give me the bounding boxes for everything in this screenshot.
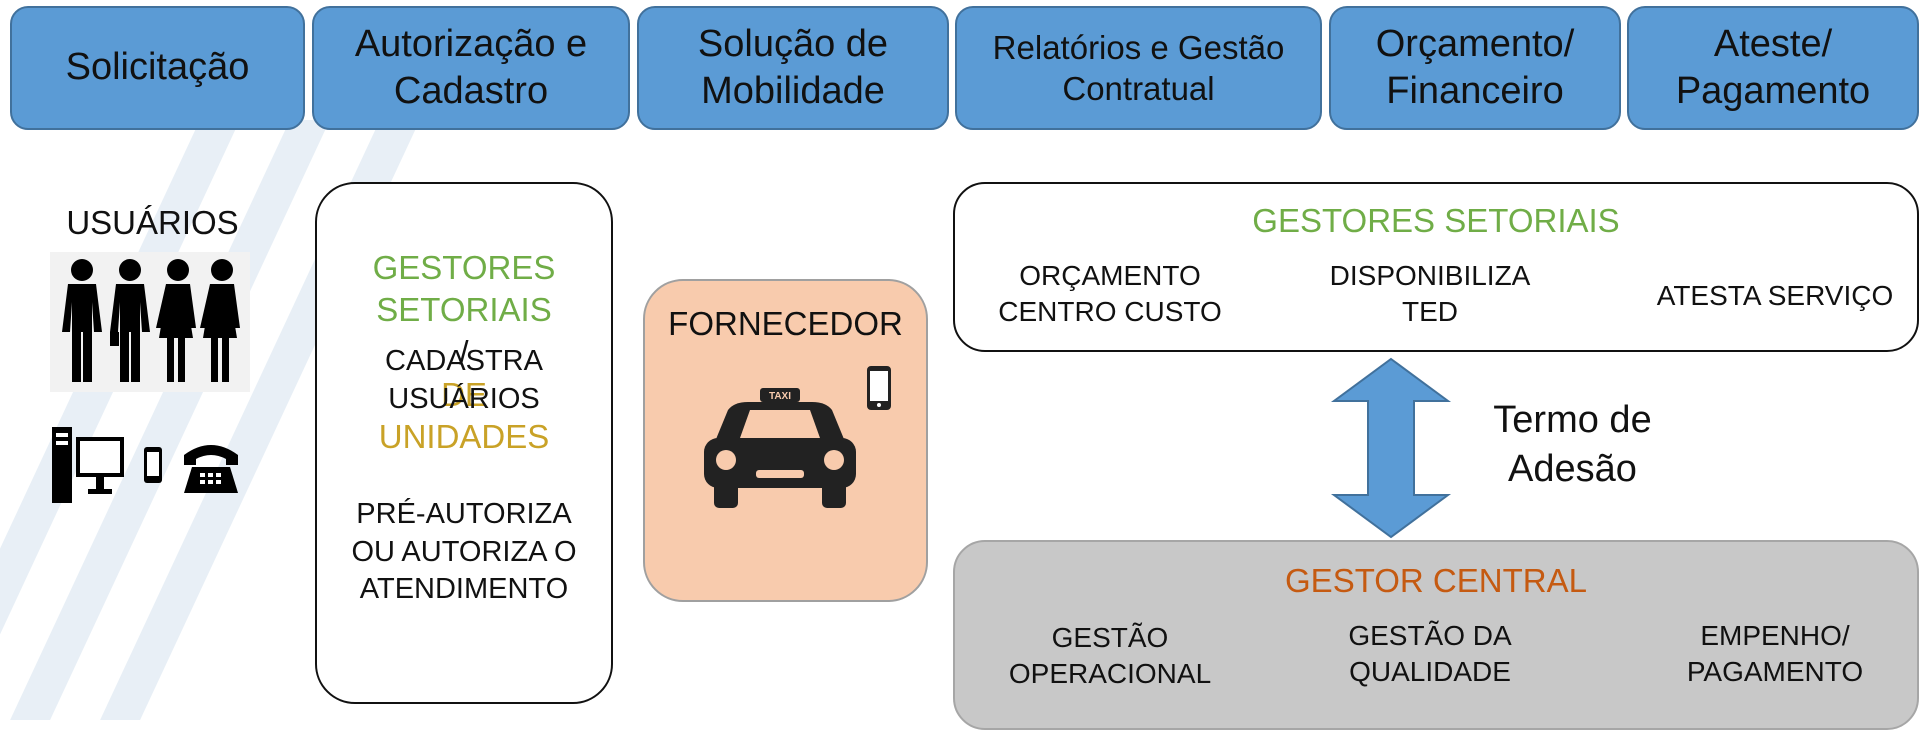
man-with-bag-icon (110, 259, 150, 382)
supplier-title: FORNECEDOR (668, 305, 903, 342)
sectoral-managers-title: GESTORES SETORIAIS (1252, 202, 1620, 239)
orcamento-centro-custo: ORÇAMENTO CENTRO CUSTO (998, 260, 1222, 328)
step-relatorios-gestao: Relatórios e Gestão Contratual (955, 6, 1322, 130)
telephone-icon (184, 445, 238, 493)
double-arrow-icon (1330, 357, 1452, 539)
pre-autoriza-text: PRÉ-AUTORIZA OU AUTORIZA O ATENDIMENTO (351, 498, 577, 606)
woman-icon (156, 259, 196, 382)
empenho-pagamento: EMPENHO/ PAGAMENTO (1686, 620, 1864, 688)
users-icons (50, 252, 250, 392)
step-orcamento-financeiro: Orçamento/ Financeiro (1329, 6, 1621, 130)
taxi-sign-text: TAXI (769, 391, 791, 402)
step-solicitacao: Solicitação (10, 6, 305, 130)
central-manager-box (953, 540, 1919, 730)
gestao-operacional: GESTÃO OPERACIONAL (1008, 622, 1212, 690)
desktop-computer-icon (52, 427, 124, 503)
man-icon (62, 259, 102, 382)
termo-de-adesao: Termo de Adesão (1493, 399, 1652, 491)
gestao-da-qualidade: GESTÃO DA QUALIDADE (1348, 620, 1512, 688)
woman-icon-2 (200, 259, 240, 382)
smartphone-icon (144, 447, 162, 483)
sectoral-managers-box (953, 182, 1919, 352)
slash-text: / (459, 333, 469, 371)
cadastra-usuarios-text: CADASTRA USUÁRIOS (385, 345, 543, 415)
central-manager-title: GESTOR CENTRAL (1285, 562, 1587, 599)
de-unidades-text: DE UNIDADES (378, 375, 550, 456)
atesta-servico: ATESTA SERVIÇO (1656, 280, 1894, 311)
step-autorizacao-cadastro: Autorização e Cadastro (312, 6, 630, 130)
step-solucao-mobilidade: Solução de Mobilidade (637, 6, 949, 130)
step-ateste-pagamento: Ateste/ Pagamento (1627, 6, 1919, 130)
authorization-box (315, 182, 613, 704)
disponibiliza-ted: DISPONIBILIZA TED (1329, 260, 1531, 328)
gestores-setoriais-text: GESTORES SETORIAIS (372, 249, 556, 329)
device-icons (52, 427, 238, 503)
users-title: USUÁRIOS (66, 204, 239, 241)
taxi-icon: TAXI (704, 388, 856, 508)
smartphone-icon (867, 366, 891, 410)
sectoral-units-managers: GESTORES SETORIAIS / DE UNIDADES (330, 205, 598, 458)
